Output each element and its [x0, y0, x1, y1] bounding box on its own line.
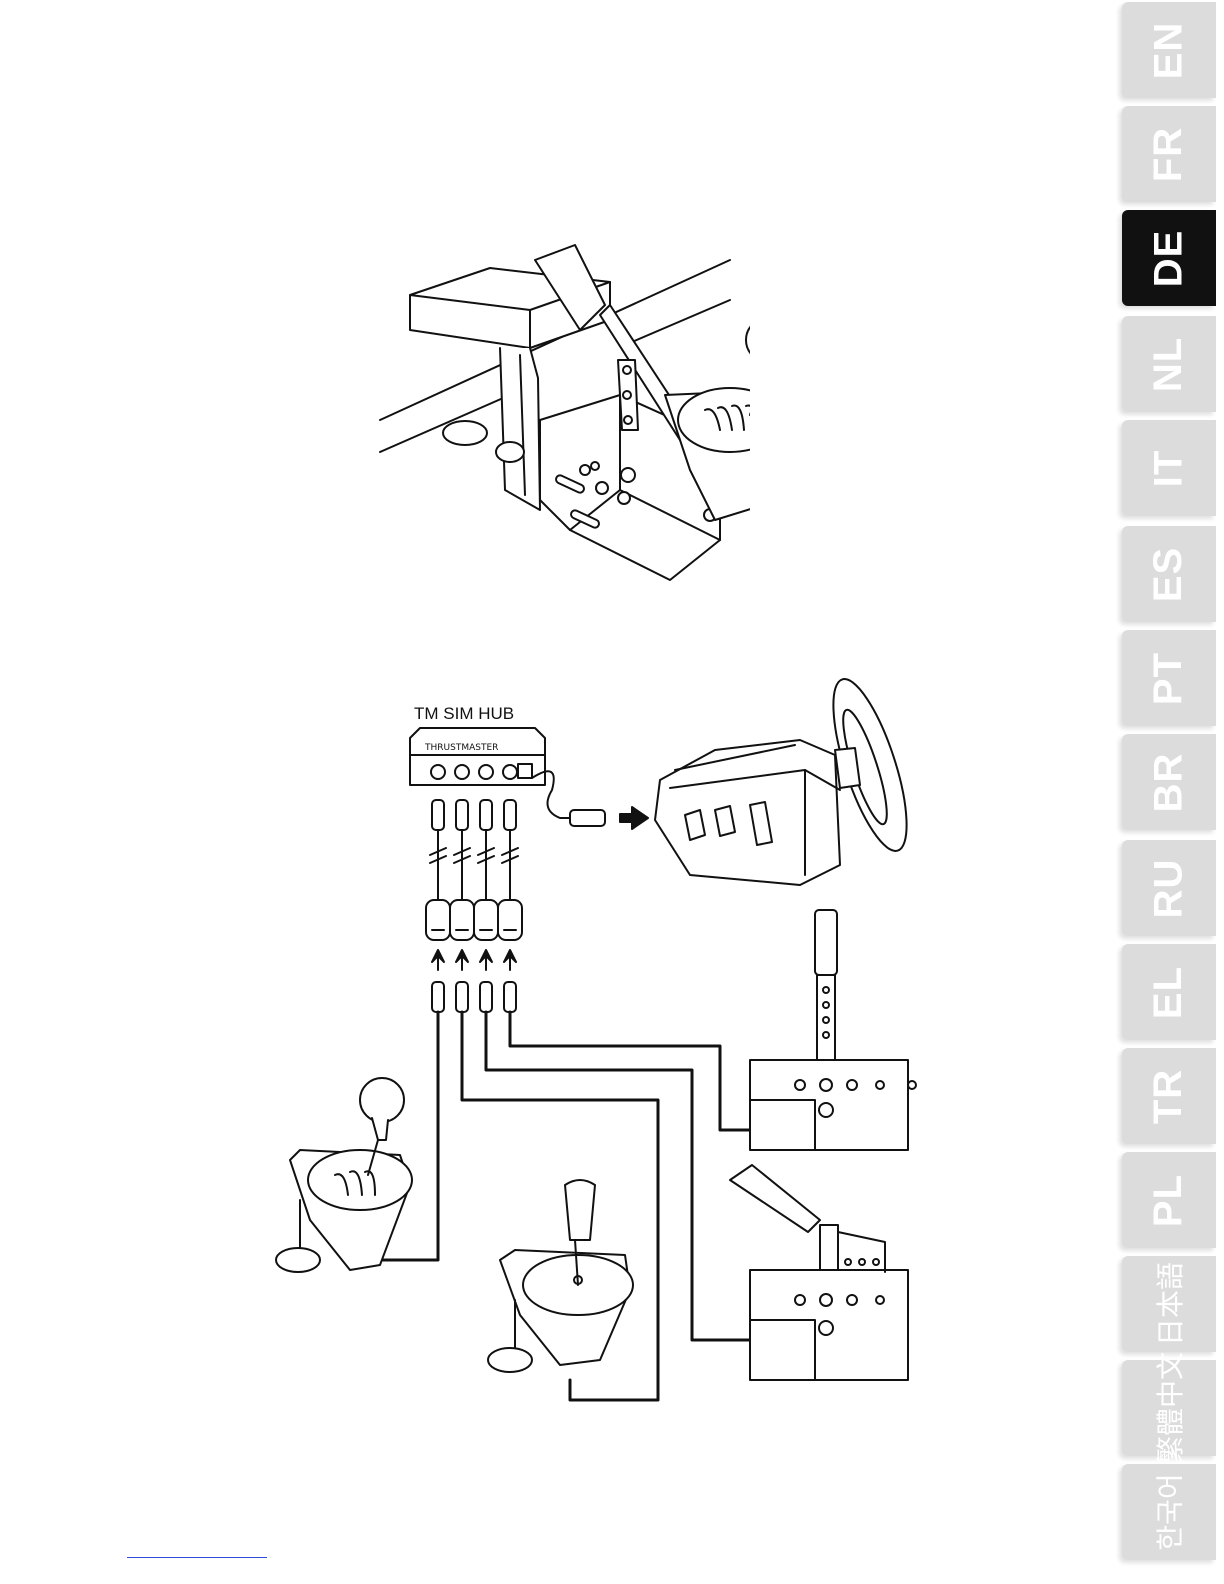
tab-lang-pl[interactable]: PL — [1122, 1152, 1216, 1248]
hub-connection-diagram: THRUSTMASTER — [260, 660, 960, 1420]
tab-lang-tr[interactable]: TR — [1122, 1048, 1216, 1144]
mounted-handbrake-shifter-illustration — [370, 230, 750, 590]
tab-lang-en[interactable]: EN — [1122, 2, 1216, 98]
tab-lang-ja[interactable]: 日本語 — [1122, 1256, 1216, 1352]
tab-lang-br[interactable]: BR — [1122, 734, 1216, 830]
tab-lang-ko[interactable]: 한국어 — [1122, 1464, 1216, 1560]
tab-lang-de[interactable]: DE — [1122, 210, 1216, 306]
tab-lang-es[interactable]: ES — [1122, 526, 1216, 622]
tab-lang-pt[interactable]: PT — [1122, 630, 1216, 726]
tab-lang-zh[interactable]: 繁體中文 — [1122, 1360, 1216, 1456]
tab-lang-it[interactable]: IT — [1122, 420, 1216, 516]
tab-lang-el[interactable]: EL — [1122, 944, 1216, 1040]
hub-cables — [426, 800, 522, 1012]
tab-lang-ru[interactable]: RU — [1122, 840, 1216, 936]
footer-link-underline — [127, 1557, 267, 1558]
tab-lang-nl[interactable]: NL — [1122, 316, 1216, 412]
hub-brand-text: THRUSTMASTER — [424, 743, 498, 753]
tab-lang-fr[interactable]: FR — [1122, 106, 1216, 202]
